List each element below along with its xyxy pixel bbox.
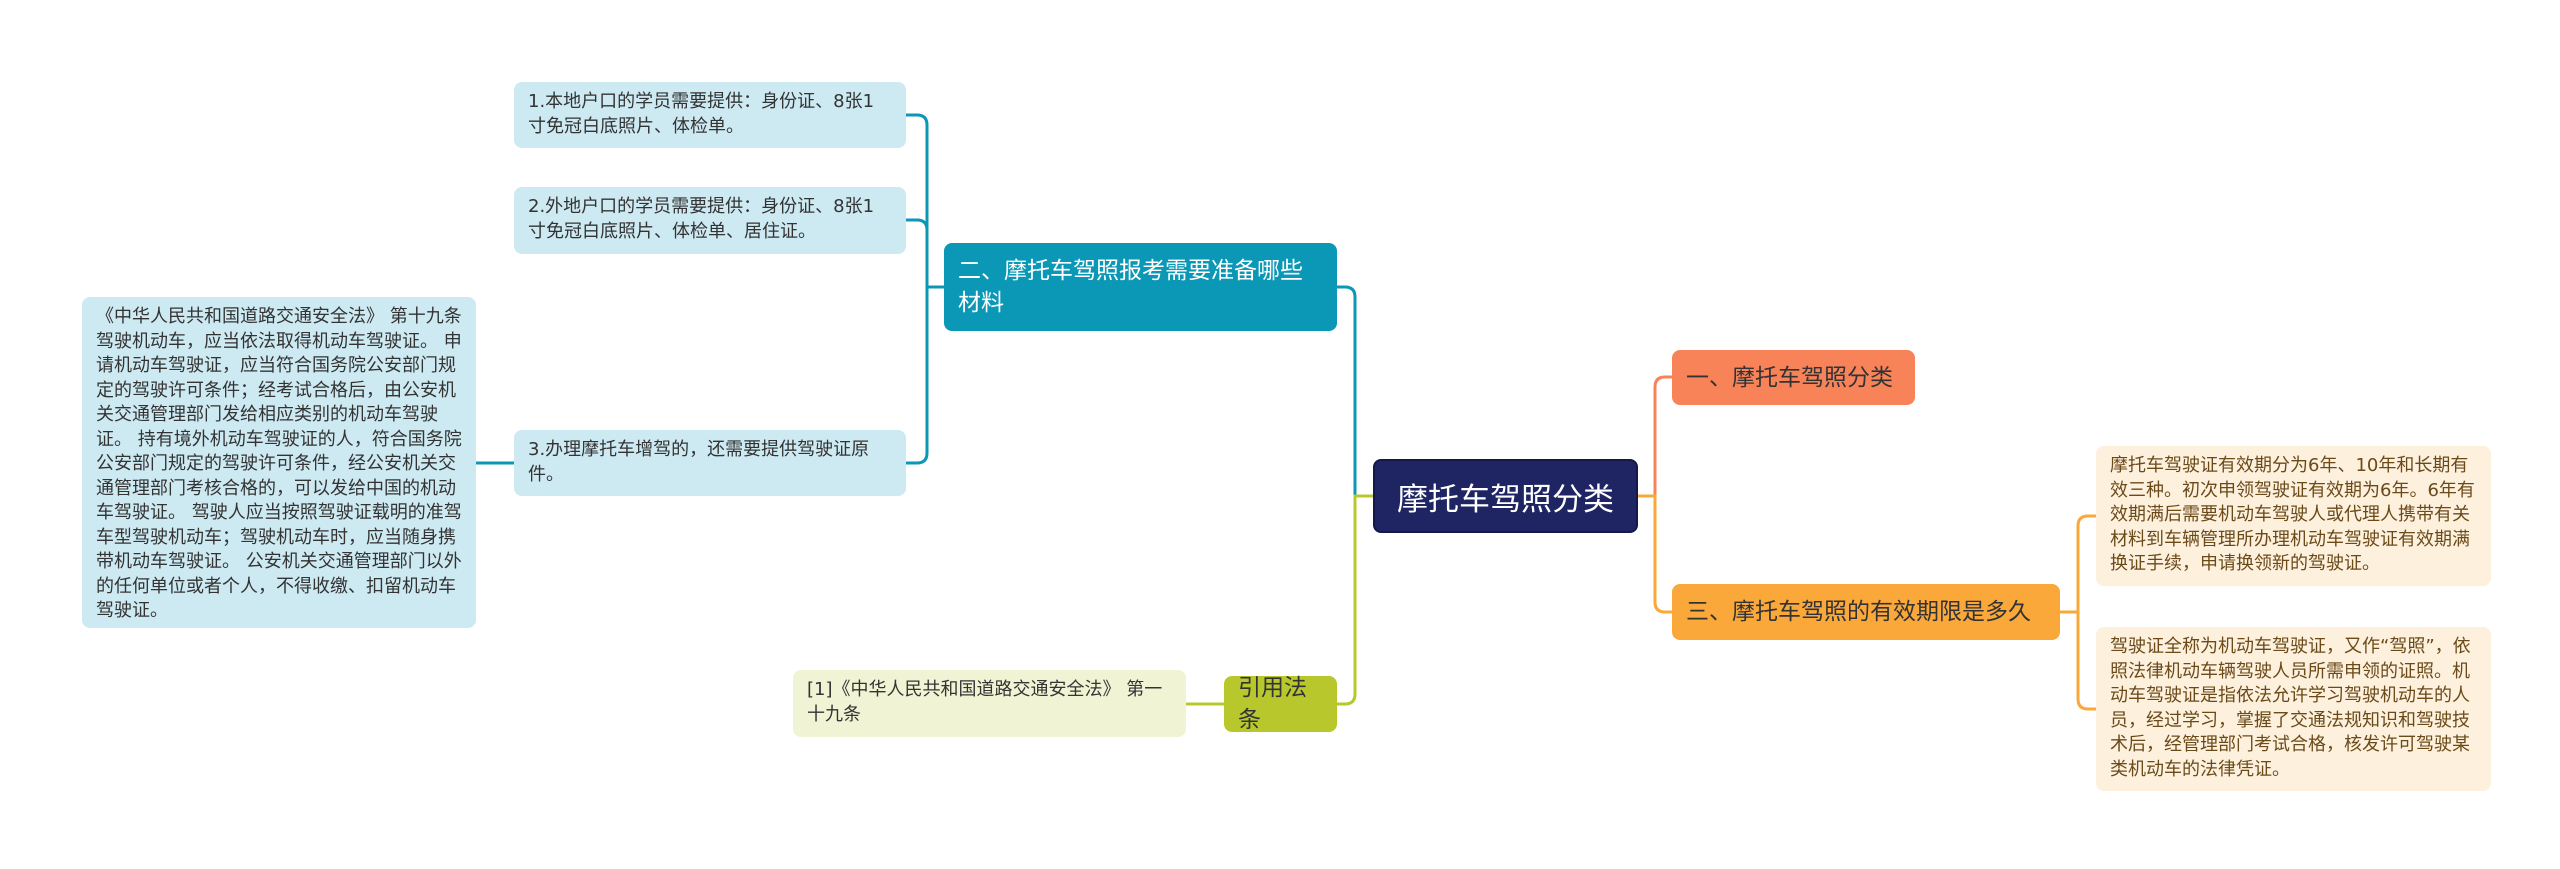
connector-validity: [1638, 494, 1672, 614]
reference-item-text: [1]《中华人民共和国道路交通安全法》 第一十九条: [807, 679, 1163, 725]
connector-validity-2: [2060, 610, 2096, 711]
connector-materials: [1337, 285, 1373, 498]
validity-item-text: 驾驶证全称为机动车驾驶证，又作“驾照”，依照法律机动车辆驾驶人员所需申领的证照。…: [2110, 636, 2471, 780]
materials-node[interactable]: 二、摩托车驾照报考需要准备哪些材料: [944, 243, 1337, 331]
validity-item-text: 摩托车驾驶证有效期分为6年、10年和长期有效三种。初次申领驾驶证有效期为6年。6…: [2110, 455, 2475, 574]
connector-item1: [906, 113, 944, 289]
validity-label: 三、摩托车驾照的有效期限是多久: [1686, 599, 2031, 625]
root-node[interactable]: 摩托车驾照分类: [1373, 459, 1638, 533]
material-item-2[interactable]: 2.外地户口的学员需要提供：身份证、8张1寸免冠白底照片、体检单、居住证。: [514, 187, 906, 254]
connector-item2: [906, 218, 944, 289]
root-label: 摩托车驾照分类: [1397, 481, 1614, 518]
material-item-1[interactable]: 1.本地户口的学员需要提供：身份证、8张1寸免冠白底照片、体检单。: [514, 82, 906, 148]
reference-label: 引用法条: [1238, 675, 1307, 733]
connector-classification: [1638, 375, 1672, 498]
material-item-text: 3.办理摩托车增驾的，还需要提供驾驶证原件。: [528, 439, 870, 485]
law-note[interactable]: 《中华人民共和国道路交通安全法》 第十九条 驾驶机动车，应当依法取得机动车驾驶证…: [82, 297, 476, 628]
material-item-3[interactable]: 3.办理摩托车增驾的，还需要提供驾驶证原件。: [514, 430, 906, 496]
classification-label: 一、摩托车驾照分类: [1686, 364, 1893, 391]
law-note-text: 《中华人民共和国道路交通安全法》 第十九条 驾驶机动车，应当依法取得机动车驾驶证…: [96, 306, 462, 621]
connector-reference: [1337, 494, 1373, 706]
material-item-text: 1.本地户口的学员需要提供：身份证、8张1寸免冠白底照片、体检单。: [528, 91, 875, 137]
connector-item3: [906, 285, 944, 465]
validity-item-2[interactable]: 驾驶证全称为机动车驾驶证，又作“驾照”，依照法律机动车辆驾驶人员所需申领的证照。…: [2096, 627, 2491, 791]
validity-node[interactable]: 三、摩托车驾照的有效期限是多久: [1672, 584, 2060, 640]
material-item-text: 2.外地户口的学员需要提供：身份证、8张1寸免冠白底照片、体检单、居住证。: [528, 196, 875, 242]
materials-label: 二、摩托车驾照报考需要准备哪些材料: [958, 258, 1303, 316]
classification-node[interactable]: 一、摩托车驾照分类: [1672, 350, 1915, 405]
connector-validity-1: [2060, 514, 2096, 614]
reference-node[interactable]: 引用法条: [1224, 675, 1337, 733]
reference-item[interactable]: [1]《中华人民共和国道路交通安全法》 第一十九条: [793, 670, 1186, 737]
validity-item-1[interactable]: 摩托车驾驶证有效期分为6年、10年和长期有效三种。初次申领驾驶证有效期为6年。6…: [2096, 446, 2491, 586]
